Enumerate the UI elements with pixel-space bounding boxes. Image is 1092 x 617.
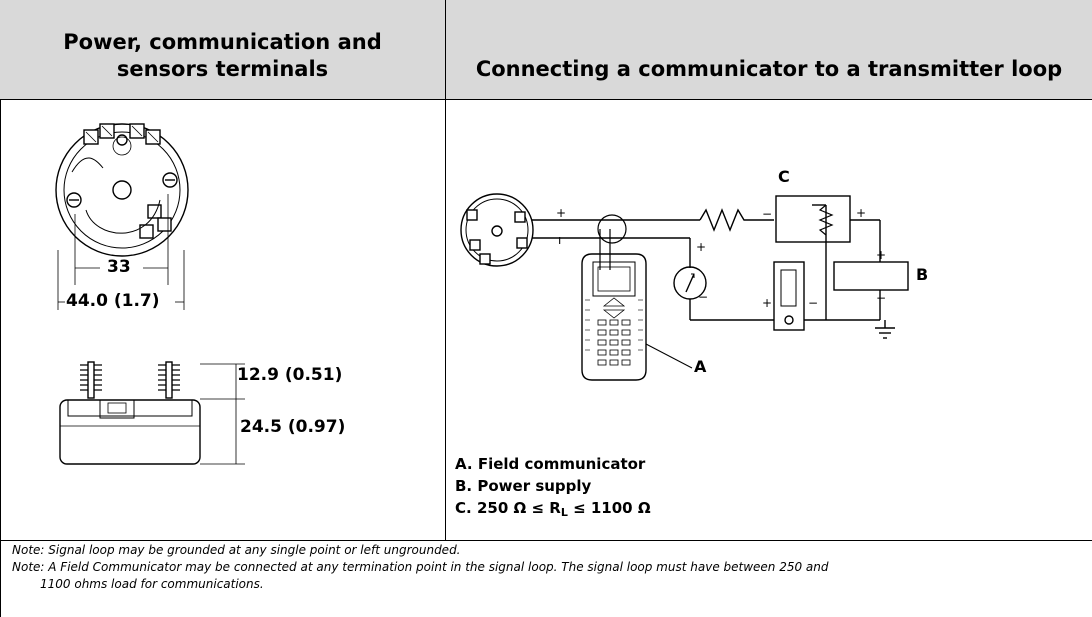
header-terminals: Power, communication and sensors termina…: [0, 0, 445, 99]
note-communicator: Note: A Field Communicator may be connec…: [12, 560, 829, 574]
note-communicator-continued: 1100 ohms load for communications.: [40, 577, 264, 591]
dimension-bottom-height: 24.5 (0.97): [240, 417, 346, 437]
diagram-legend: A. Field communicator B. Power supply C.…: [455, 453, 651, 524]
note-grounding: Note: Signal loop may be grounded at any…: [12, 543, 461, 557]
polarity-plus-indicator: +: [762, 296, 773, 310]
header-communicator: Connecting a communicator to a transmitt…: [446, 0, 1092, 99]
loop-wiring-diagram: [460, 193, 909, 381]
polarity-plus-transmitter: +: [556, 206, 567, 220]
notes-top-rule: [0, 540, 1092, 541]
header-terminals-text: Power, communication and sensors termina…: [63, 30, 382, 81]
dimension-outer-width: 44.0 (1.7): [66, 291, 160, 311]
column-divider: [445, 0, 446, 541]
dimension-inner-width: 33: [107, 257, 131, 277]
polarity-plus-meter: +: [696, 240, 707, 254]
polarity-minus-resistor: −: [762, 207, 773, 221]
polarity-plus-resistor: +: [856, 206, 867, 220]
polarity-minus-supply: −: [876, 291, 887, 305]
label-b: B: [916, 265, 929, 284]
legend-item-c: C. 250 Ω ≤ RL ≤ 1100 Ω: [455, 499, 651, 519]
legend-item-a: A. Field communicator: [455, 455, 646, 473]
polarity-minus-meter: −: [698, 290, 709, 304]
terminal-block-top-view: [55, 123, 189, 310]
polarity-plus-supply: +: [876, 248, 887, 262]
notes: Note: Signal loop may be grounded at any…: [12, 542, 1072, 593]
label-a: A: [694, 357, 707, 376]
polarity-minus-transmitter: ı: [558, 233, 562, 247]
dimension-top-height: 12.9 (0.51): [237, 365, 343, 385]
polarity-minus-indicator: −: [808, 296, 819, 310]
header-communicator-text: Connecting a communicator to a transmitt…: [475, 57, 1063, 81]
legend-item-b: B. Power supply: [455, 477, 592, 495]
header-bottom-rule: [0, 99, 1092, 100]
terminal-block-side-view: [59, 361, 245, 465]
table-left-border: [0, 99, 1, 617]
label-c: C: [778, 167, 790, 186]
